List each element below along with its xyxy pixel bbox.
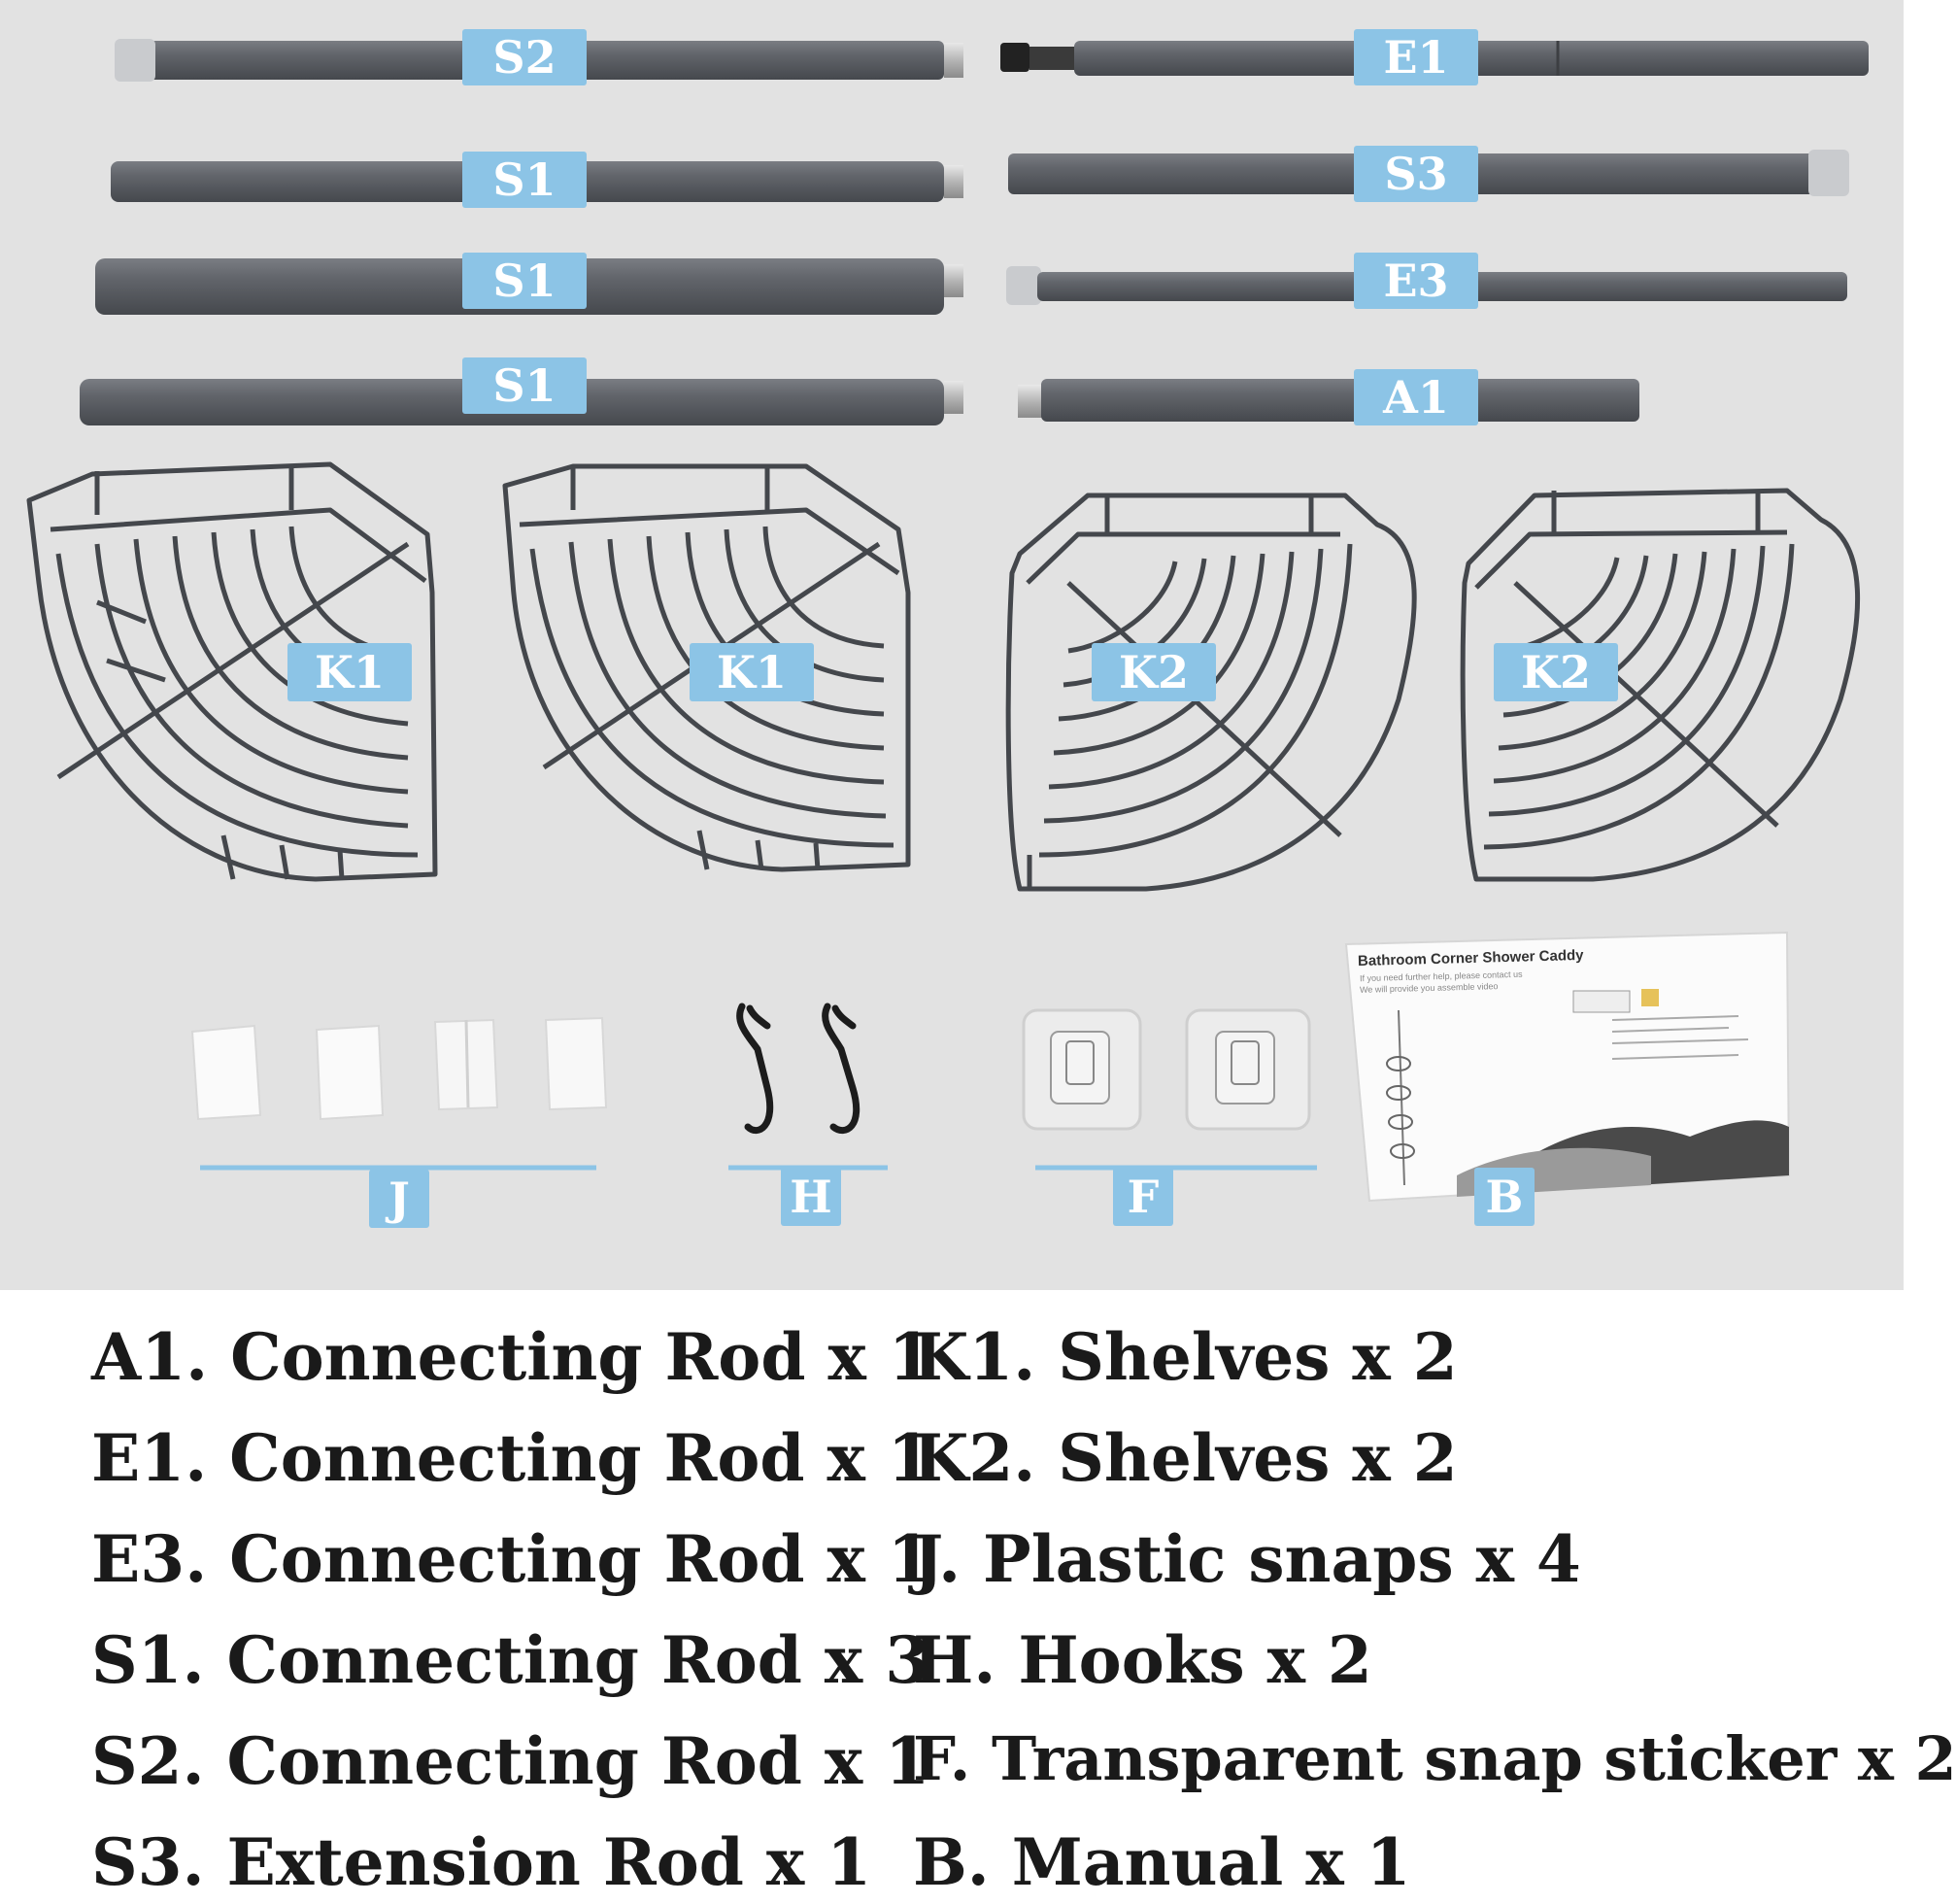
legend-left-2: E1. Connecting Rod x 1 <box>91 1420 932 1496</box>
tag-e3: E3 <box>1354 253 1478 309</box>
manual-sheet <box>1344 931 1791 1203</box>
tag-k1-second: K1 <box>690 643 814 701</box>
legend-right-3: J. Plastic snaps x 4 <box>913 1521 1581 1597</box>
parts-photo: Bathroom Corner Shower Caddy If you need… <box>0 0 1904 1290</box>
tag-b: B <box>1474 1168 1535 1226</box>
rod-a1 <box>1018 379 1639 422</box>
shelf-k2-second <box>1460 488 1861 882</box>
legend-left-1: A1. Connecting Rod x 1 <box>91 1319 933 1395</box>
plastic-snaps <box>190 1016 608 1121</box>
legend-right-6: B. Manual x 1 <box>913 1824 1411 1900</box>
tag-k2-second: K2 <box>1494 643 1618 701</box>
parts-legend: A1. Connecting Rod x 1 E1. Connecting Ro… <box>0 1290 1957 1904</box>
hooks <box>736 1003 860 1135</box>
tag-s2: S2 <box>462 29 587 85</box>
legend-right-5: F. Transparent snap sticker x 2 <box>913 1723 1957 1794</box>
tag-e1: E1 <box>1354 29 1478 85</box>
tag-k1-first: K1 <box>287 643 412 701</box>
legend-left-3: E3. Connecting Rod x 1 <box>91 1521 932 1597</box>
tag-s1-second: S1 <box>462 253 587 309</box>
tag-s3: S3 <box>1354 146 1478 202</box>
tag-f: F <box>1113 1168 1173 1226</box>
parts-illustration <box>26 39 1869 1203</box>
tag-s1-third: S1 <box>462 357 587 414</box>
shelf-k2-first <box>1005 493 1417 892</box>
legend-left-4: S1. Connecting Rod x 3 <box>91 1622 930 1698</box>
legend-right-1: K1. Shelves x 2 <box>913 1319 1458 1395</box>
tag-a1: A1 <box>1354 369 1478 425</box>
snap-stickers <box>1022 1008 1311 1131</box>
legend-left-6: S3. Extension Rod x 1 <box>91 1824 872 1900</box>
tag-j: J <box>369 1170 429 1228</box>
legend-left-5: S2. Connecting Rod x 1 <box>91 1723 930 1799</box>
tag-s1-first: S1 <box>462 152 587 208</box>
legend-right-4: H. Hooks x 2 <box>913 1622 1372 1698</box>
tag-k2-first: K2 <box>1092 643 1216 701</box>
tag-h: H <box>781 1168 841 1226</box>
legend-right-2: K2. Shelves x 2 <box>913 1420 1458 1496</box>
